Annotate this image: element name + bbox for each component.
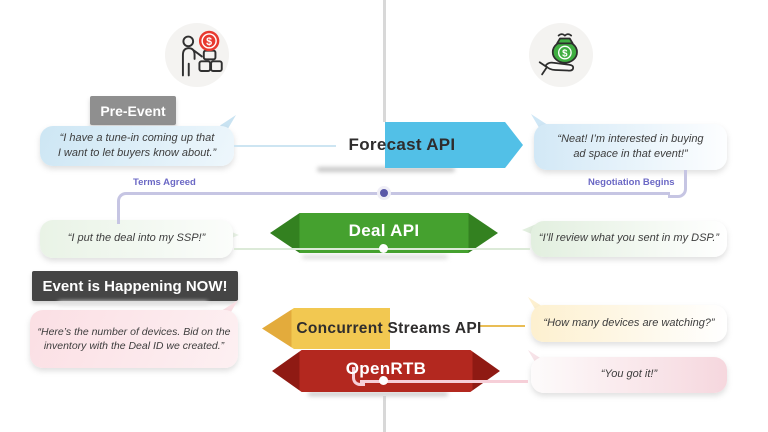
buyer-icon: $ [528,22,594,88]
person-with-price-and-products-icon: $ [164,22,230,88]
speech-bubble-buyer-streams: “How many devices are watching?” [531,305,727,342]
pre-event-badge: Pre-Event [90,96,176,125]
seller-icon: $ [164,22,230,88]
speech-bubble-seller-forecast: “I have a tune-in coming up that I want … [40,126,234,166]
speech-bubble-buyer-openrtb: “You got it!” [531,357,727,393]
connector-openrtb [360,380,528,383]
svg-text:$: $ [562,49,568,60]
flow-line-negotiation-corner [668,170,687,198]
timeline-top-line [383,0,386,122]
connector-seller-forecast [234,145,336,147]
speech-bubble-seller-openrtb: “Here’s the number of devices. Bid on th… [30,310,238,368]
connector-openrtb-corner [352,367,365,386]
flow-line-negotiation [129,192,670,195]
timeline-bottom-line [383,396,386,432]
forecast-api-arrow [385,122,523,168]
openrtb-timeline-dot [379,376,388,385]
flow-milestone-dot [380,189,388,197]
forecast-api-shadow [317,167,455,172]
openrtb-label: OpenRTB [345,359,427,378]
deal-api-shadow [302,255,448,259]
flow-line-terms-corner [117,192,134,224]
bubble-tail [522,224,535,236]
hand-holding-money-bag-icon: $ [528,22,594,88]
concurrent-streams-api-arrow [262,308,390,349]
terms-agreed-label: Terms Agreed [133,177,196,188]
connector-buyer-streams [479,325,525,327]
svg-text:$: $ [206,36,212,48]
concurrent-streams-api-label: Concurrent Streams API [296,319,482,337]
speech-bubble-seller-deal: “I put the deal into my SSP!” [40,220,233,258]
openrtb-hexagon [272,350,500,392]
openrtb-shadow [308,392,448,396]
event-now-shadow [58,301,208,305]
negotiation-begins-label: Negotiation Begins [588,177,675,188]
deal-api-label: Deal API [348,221,420,240]
speech-bubble-buyer-deal: “I’ll review what you sent in my DSP.” [531,221,727,257]
forecast-api-label: Forecast API [348,135,456,154]
deal-timeline-dot [379,244,388,253]
speech-bubble-buyer-forecast: “Neat! I’m interested in buying ad space… [534,124,727,170]
event-now-badge: Event is Happening NOW! [32,271,238,301]
